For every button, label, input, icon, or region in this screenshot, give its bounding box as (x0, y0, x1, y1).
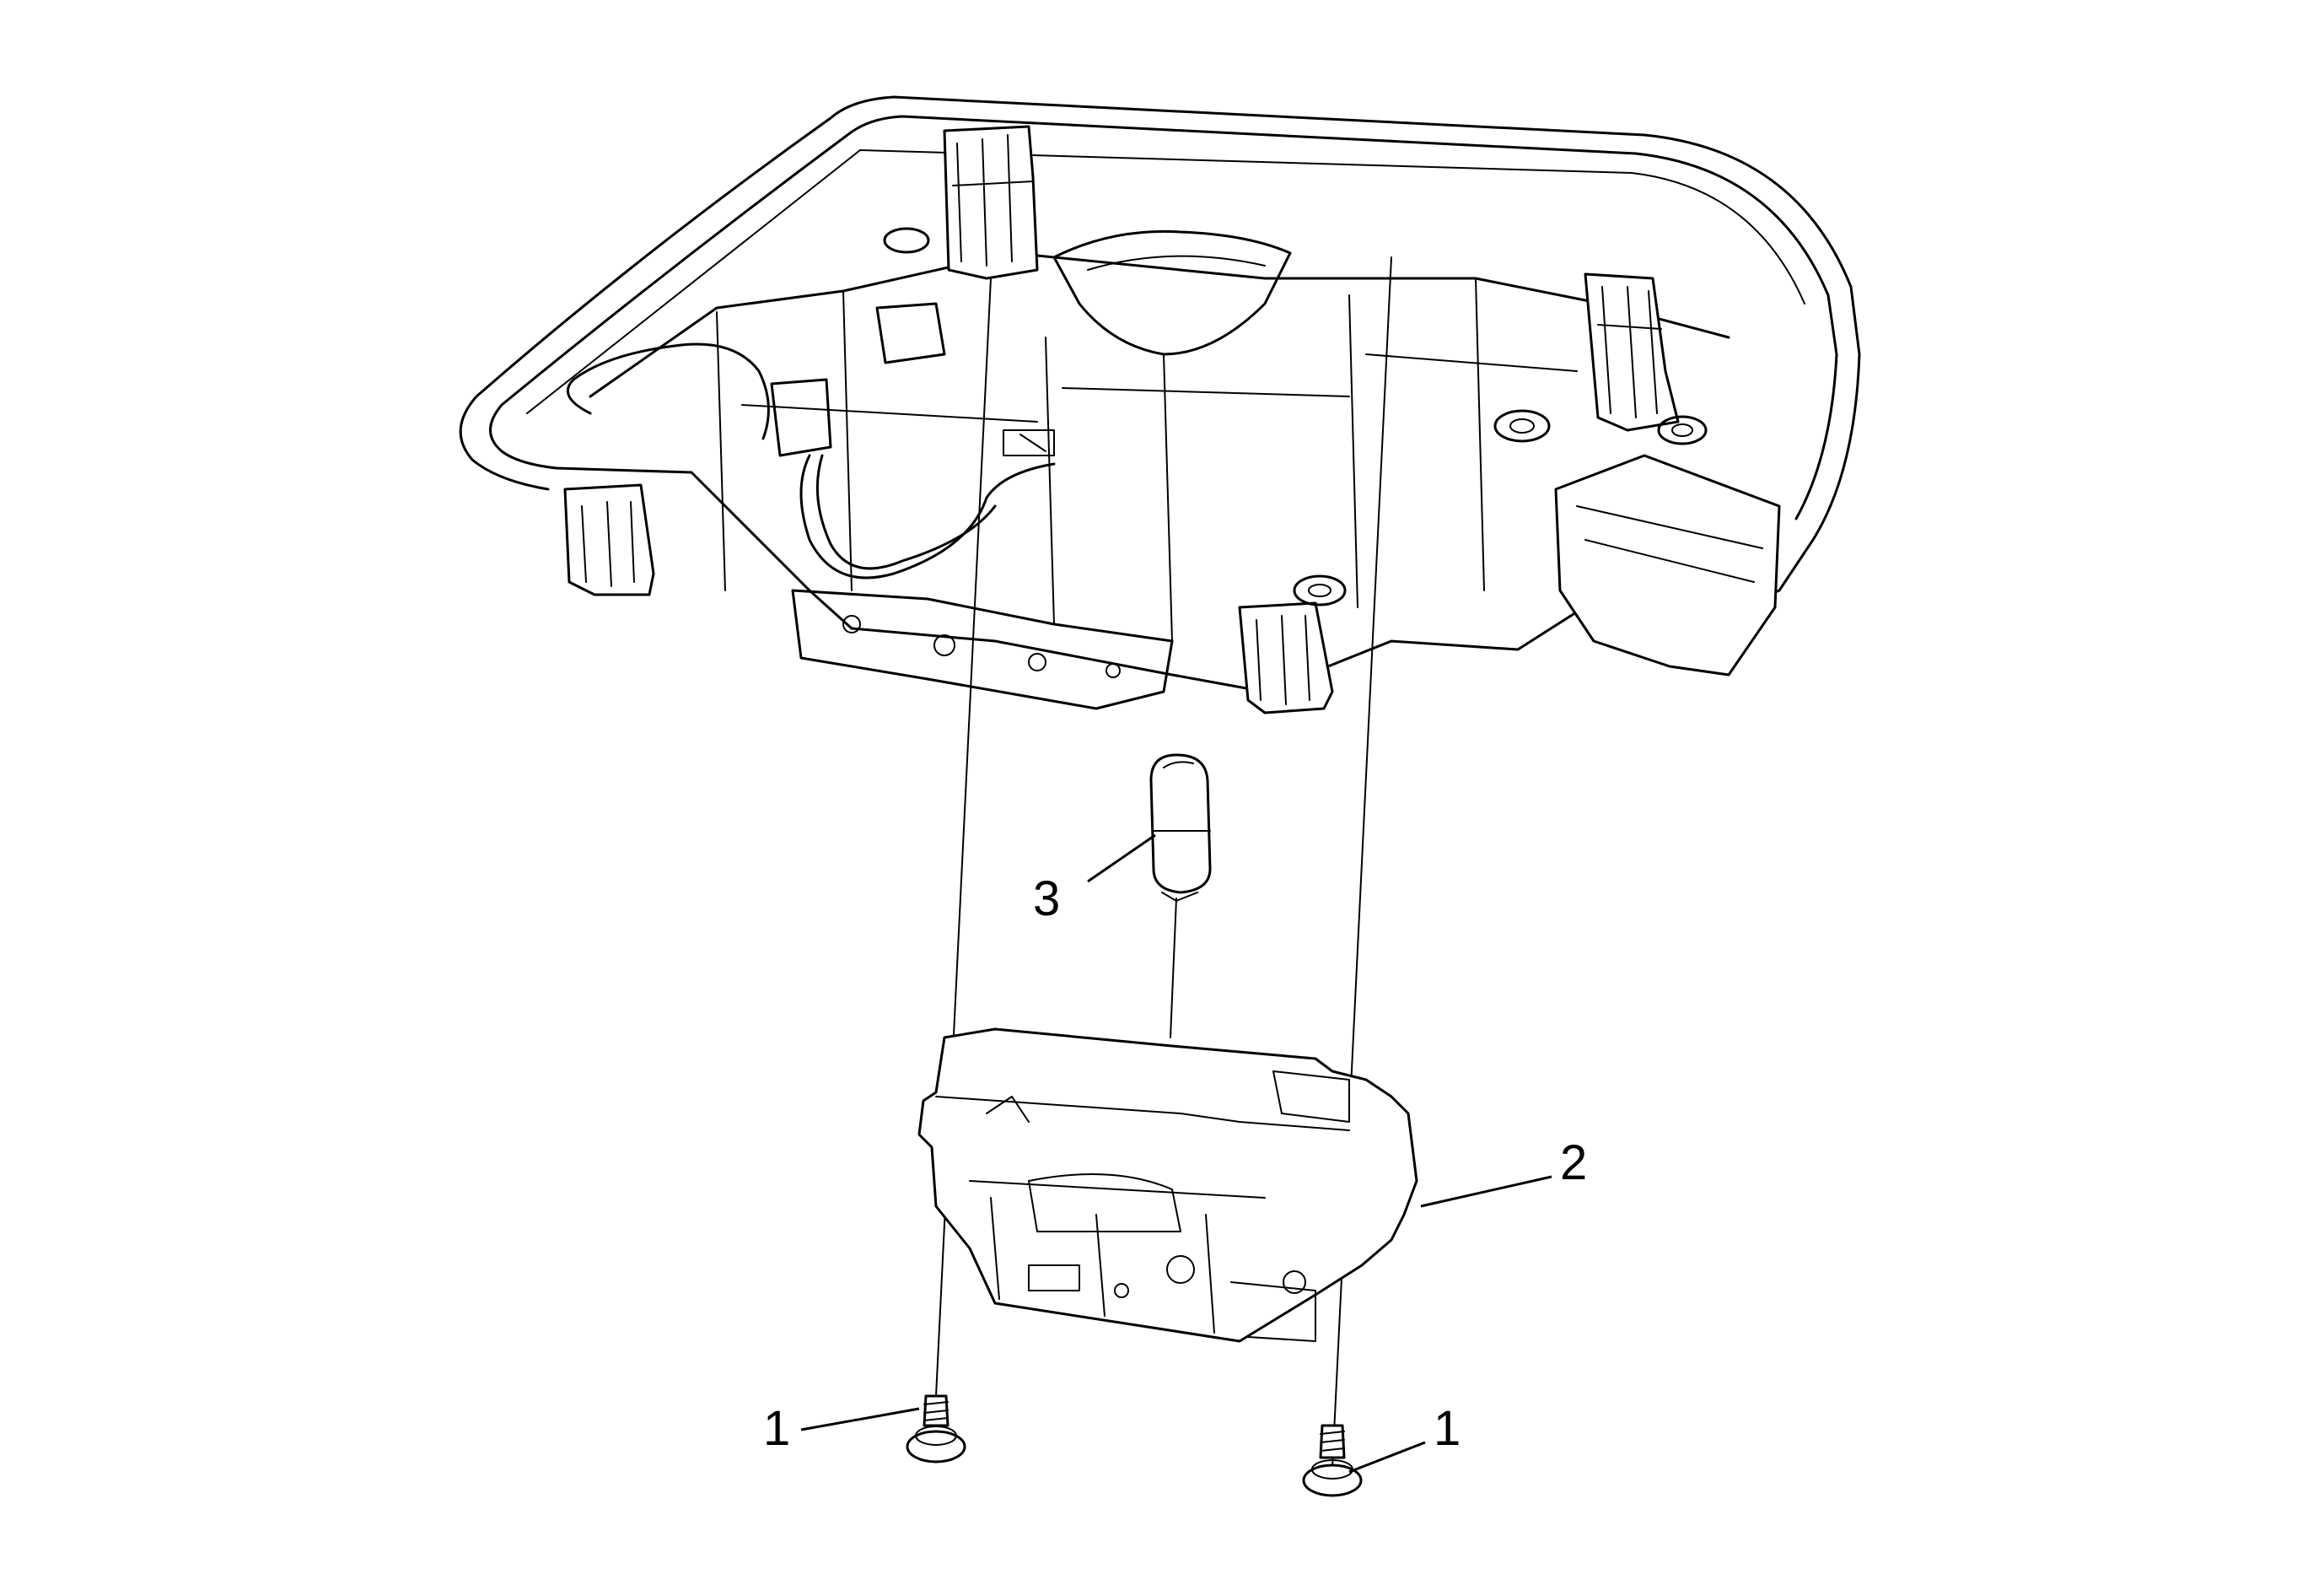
callout-screw-right: 1 (1434, 1401, 1461, 1456)
leader-screw-right (1348, 1441, 1426, 1474)
clip-top-left (943, 125, 1039, 280)
leader-screw-left (800, 1407, 920, 1431)
callout-bulb: 3 (1033, 871, 1060, 926)
callout-lamp-housing: 2 (1560, 1135, 1587, 1190)
overhead-console-assembly (459, 95, 1861, 714)
leader-bulb (1087, 833, 1156, 883)
leader-lamp-housing (1420, 1175, 1552, 1208)
clip-top-right (1584, 272, 1680, 432)
screw-right (1302, 1424, 1363, 1497)
bulb (1149, 753, 1212, 902)
screw-left (906, 1394, 966, 1463)
callouts: 1 1 2 3 (763, 833, 1587, 1474)
clip-left (563, 483, 655, 596)
callout-screw-left: 1 (763, 1401, 790, 1456)
lamp-housing (917, 1027, 1418, 1343)
clip-bottom-center (1238, 601, 1334, 714)
